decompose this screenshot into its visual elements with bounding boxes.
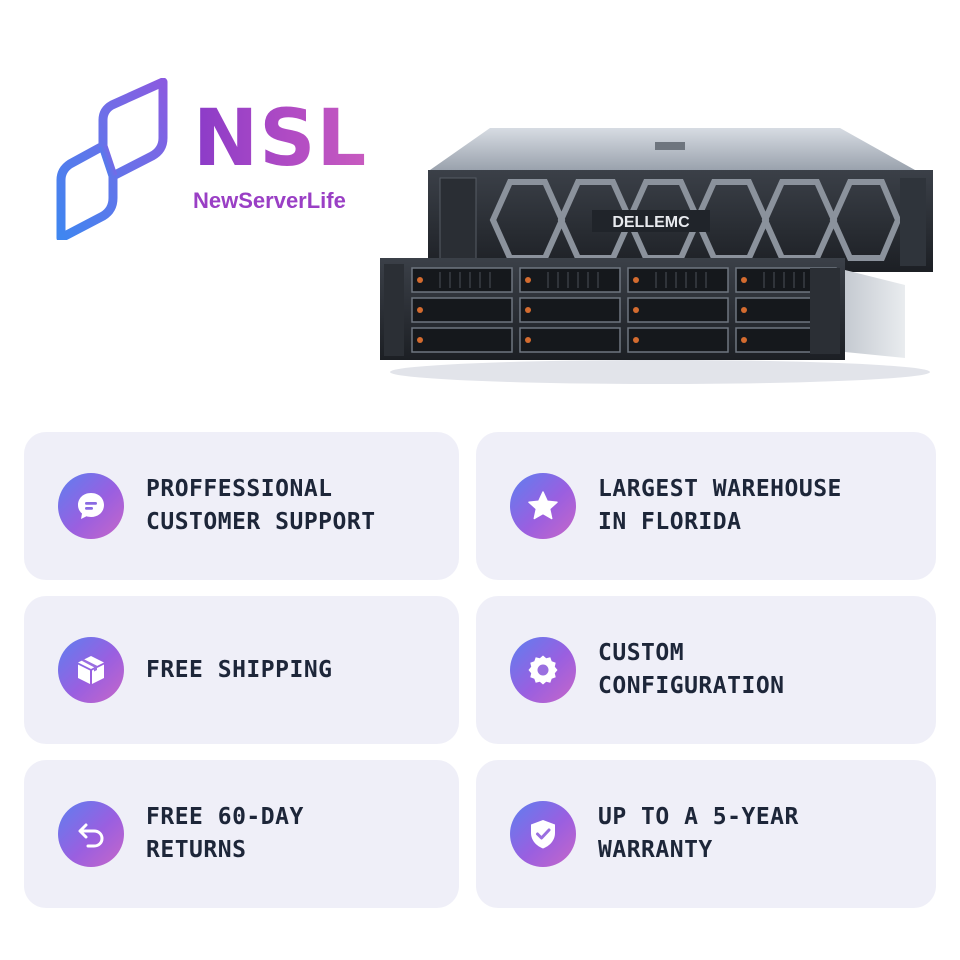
feature-card-shipping: FREE SHIPPING xyxy=(24,596,459,744)
feature-card-support: PROFFESSIONAL CUSTOMER SUPPORT xyxy=(24,432,459,580)
brand-name: NSL xyxy=(193,94,368,184)
gear-icon xyxy=(510,637,576,703)
star-icon xyxy=(510,473,576,539)
feature-label: UP TO A 5-YEAR WARRANTY xyxy=(598,804,799,863)
feature-label: FREE SHIPPING xyxy=(146,656,333,683)
feature-label: CUSTOM CONFIGURATION xyxy=(598,640,785,699)
feature-card-returns: FREE 60-DAY RETURNS xyxy=(24,760,459,908)
feature-card-warehouse: LARGEST WAREHOUSE IN FLORIDA xyxy=(476,432,936,580)
feature-label: FREE 60-DAY RETURNS xyxy=(146,804,304,863)
rack-server-image: DELLEMC xyxy=(380,128,933,384)
chat-bubble-icon xyxy=(58,473,124,539)
box-icon xyxy=(58,637,124,703)
feature-label: LARGEST WAREHOUSE IN FLORIDA xyxy=(598,476,842,535)
feature-card-config: CUSTOM CONFIGURATION xyxy=(476,596,936,744)
svg-text:DELLEMC: DELLEMC xyxy=(612,214,690,231)
nsl-logo-mark-icon xyxy=(56,78,168,240)
undo-arrow-icon xyxy=(58,801,124,867)
brand-tagline: NewServerLife xyxy=(193,188,346,213)
feature-label: PROFFESSIONAL CUSTOMER SUPPORT xyxy=(146,476,376,535)
feature-grid: PROFFESSIONAL CUSTOMER SUPPORT LARGEST W… xyxy=(24,432,936,908)
brand-logo: NSL NewServerLife xyxy=(55,78,375,248)
shield-check-icon xyxy=(510,801,576,867)
feature-card-warranty: UP TO A 5-YEAR WARRANTY xyxy=(476,760,936,908)
